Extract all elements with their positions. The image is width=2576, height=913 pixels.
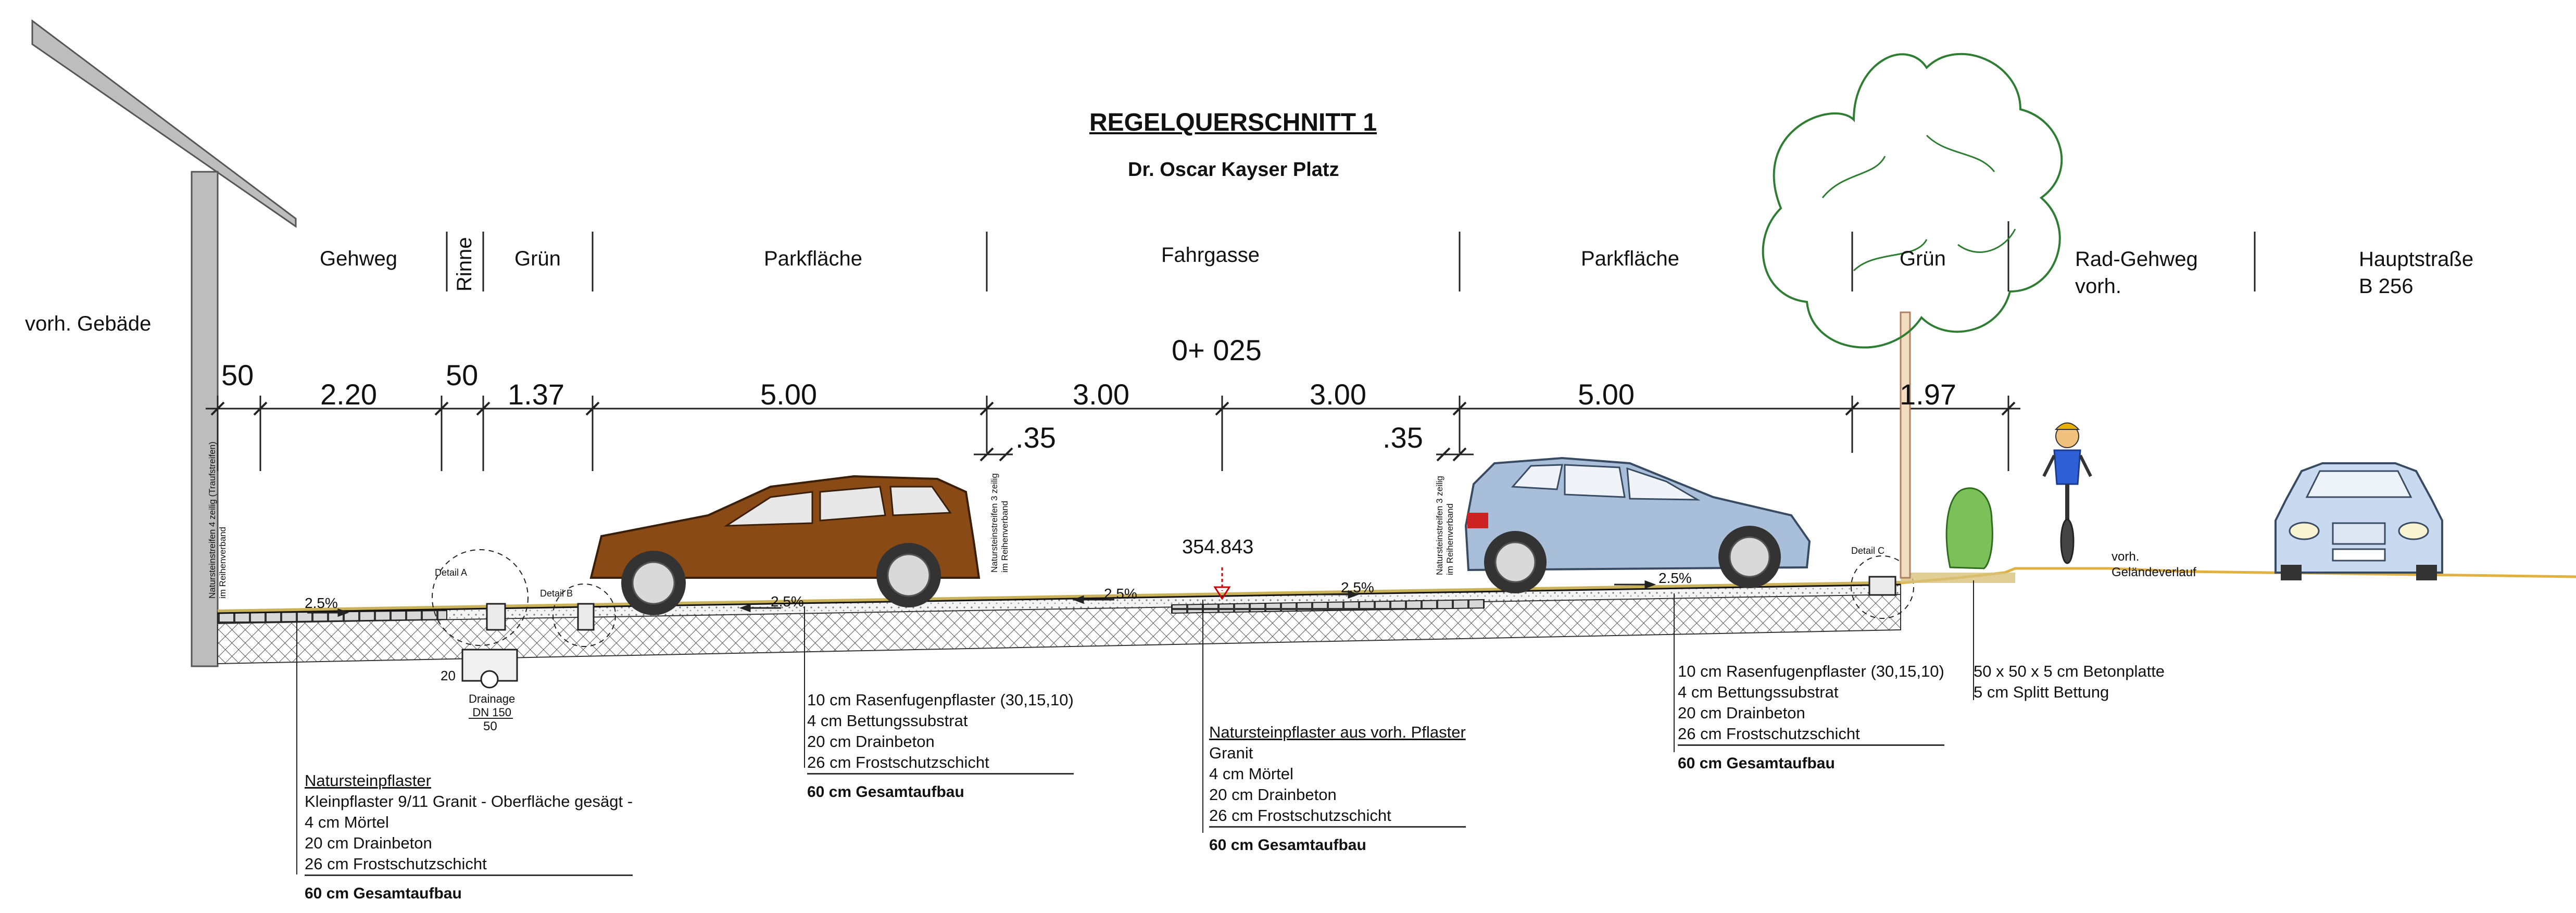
slope-label-5: 2.5% — [1658, 570, 1692, 586]
station-label: 0+ 025 — [1172, 334, 1262, 366]
tree — [1762, 53, 2063, 579]
building-label: vorh. Gebäde — [25, 312, 152, 335]
drainage-depth: 20 — [441, 668, 456, 683]
drainage-width: 50 — [483, 719, 497, 733]
elevation-label: 354.843 — [1182, 536, 1254, 558]
note-total: 60 cm Gesamtaufbau — [1209, 836, 1366, 854]
note-total: 60 cm Gesamtaufbau — [1678, 755, 1835, 772]
note-heading: Natursteinpflaster — [305, 771, 431, 790]
slope-label-1: 2.5% — [305, 595, 338, 611]
leader-lines — [296, 580, 1974, 874]
note-divider — [1209, 826, 1466, 828]
dim-50-a: 50 — [221, 359, 254, 391]
dim-035-right: .35 — [1383, 421, 1423, 454]
building — [31, 19, 297, 667]
ground-label: vorh.Geländeverlauf — [2112, 550, 2196, 579]
dim-2-20: 2.20 — [320, 378, 377, 411]
note-total: 60 cm Gesamtaufbau — [807, 783, 964, 801]
car-left — [589, 475, 981, 615]
dim-5-00-right: 5.00 — [1578, 378, 1635, 411]
note-divider — [305, 874, 633, 876]
drawing-title: REGELQUERSCHNITT 1 — [1089, 109, 1377, 136]
note-divider — [807, 773, 1074, 775]
car-right — [1464, 456, 1811, 593]
zone-rinne: Rinne — [453, 237, 476, 291]
zone-parkflaeche-left: Parkfläche — [764, 247, 862, 270]
elevation-marker — [1213, 567, 1231, 600]
hedge — [1945, 487, 1993, 569]
zone-gruen-left: Grün — [514, 247, 561, 270]
dimension-ticks — [210, 401, 2016, 462]
note-total: 60 cm Gesamtaufbau — [305, 885, 462, 902]
note-heading: Natursteinpflaster aus vorh. Pflaster — [1209, 723, 1466, 741]
dim-3-00-right: 3.00 — [1310, 378, 1366, 411]
note-divider — [1678, 744, 1944, 746]
slope-arrows — [307, 580, 1656, 617]
dim-50-b: 50 — [446, 359, 479, 391]
zone-fahrgasse: Fahrgasse — [1161, 244, 1260, 267]
zone-gruen-right: Grün — [1900, 247, 1946, 270]
drawing-subtitle: Dr. Oscar Kayser Platz — [1128, 159, 1339, 181]
detail-b-label: Detail B — [540, 588, 573, 599]
note-natursteinpflaster-vorh: Natursteinpflaster aus vorh. Pflaster Gr… — [1209, 722, 1466, 856]
dim-1-97: 1.97 — [1900, 378, 1956, 411]
note-rasenfugenpflaster-right: 10 cm Rasenfugenpflaster (30,15,10) 4 cm… — [1678, 661, 1944, 774]
dim-3-00-left: 3.00 — [1073, 378, 1129, 411]
slope-label-2: 2.5% — [771, 593, 804, 610]
note-rasenfugenpflaster-left: 10 cm Rasenfugenpflaster (30,15,10) 4 cm… — [807, 690, 1074, 803]
cyclist — [2042, 422, 2092, 564]
pavement-layers — [217, 549, 2576, 719]
slope-label-4: 2.5% — [1341, 579, 1374, 595]
curb-note-left: Natursteinstreifen 4 zeilig (Traufstreif… — [207, 441, 228, 599]
note-betonplatte: 50 x 50 x 5 cm Betonplatte 5 cm Splitt B… — [1974, 662, 2165, 701]
detail-c-label: Detail C — [1851, 546, 1885, 556]
zone-gehweg: Gehweg — [320, 247, 397, 270]
dim-5-00-left: 5.00 — [760, 378, 817, 411]
zone-parkflaeche-right: Parkfläche — [1581, 247, 1679, 270]
dim-1-37: 1.37 — [508, 378, 564, 411]
note-natursteinpflaster: Natursteinpflaster Kleinpflaster 9/11 Gr… — [305, 770, 633, 904]
dim-035-left: .35 — [1015, 421, 1056, 454]
car-front — [2275, 462, 2443, 580]
zone-separators — [446, 221, 2256, 291]
detail-a-label: Detail A — [435, 567, 468, 578]
slope-label-3: 2.5% — [1104, 586, 1137, 602]
